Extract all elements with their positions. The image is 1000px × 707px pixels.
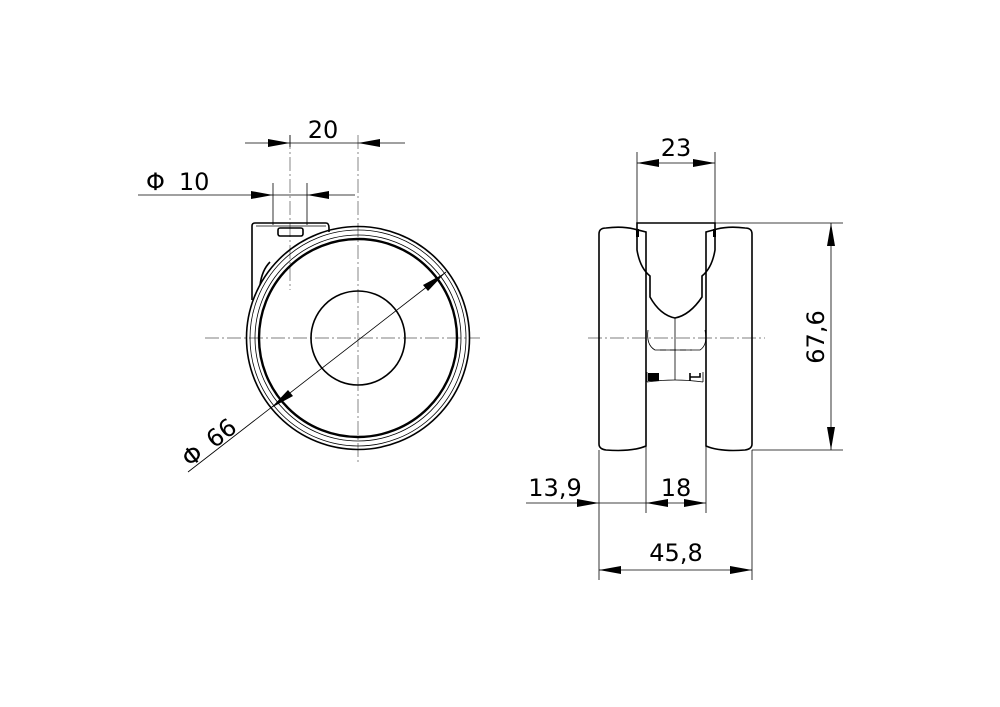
dim-gap-label: 18 — [661, 474, 692, 502]
wheel-tread-line — [249, 229, 467, 447]
fork-mark — [713, 229, 716, 237]
diameter-symbol: Φ — [146, 168, 165, 196]
wheel-rim — [257, 237, 459, 439]
arrow — [637, 159, 659, 167]
arrow — [693, 159, 715, 167]
arrow — [307, 191, 329, 199]
dim-fork-label: 23 — [661, 134, 692, 162]
diameter-symbol: Φ — [176, 439, 208, 473]
arrow — [646, 499, 668, 507]
arrow — [423, 273, 445, 291]
arrow — [684, 499, 706, 507]
dim-line-wheel — [187, 271, 447, 473]
dim-total-width-label: 45,8 — [649, 539, 702, 567]
arrow — [358, 139, 380, 147]
dim-wheel-width-label: 13,9 — [528, 474, 581, 502]
stem-socket — [277, 227, 304, 237]
wheel-rim-outer — [254, 234, 462, 442]
arrow — [827, 427, 835, 450]
arrow — [577, 499, 599, 507]
axle-cap — [648, 373, 659, 381]
wheel-hub — [310, 290, 406, 386]
front-view: 23 67,6 13,9 18 45,8 — [526, 134, 843, 580]
wheel-outer-tread — [245, 225, 471, 451]
arrow — [251, 191, 273, 199]
dim-stem-value: 10 — [179, 168, 210, 196]
fork-mark — [636, 229, 639, 237]
axle-cap — [689, 373, 701, 381]
axle-bottom — [646, 372, 704, 383]
dim-wheel-label: Φ66 — [176, 413, 242, 473]
bracket-outline — [251, 222, 330, 300]
arrow — [271, 390, 293, 408]
arrow — [268, 139, 290, 147]
dim-offset-label: 20 — [308, 116, 339, 144]
arrow — [599, 566, 621, 574]
axle-housing — [647, 329, 707, 351]
arrow — [730, 566, 752, 574]
arrow — [827, 223, 835, 246]
fork-body — [636, 222, 716, 319]
dim-wheel-value: 66 — [201, 413, 242, 454]
dim-height-label: 67,6 — [802, 310, 830, 363]
dim-stem-label: Φ 10 — [146, 168, 209, 196]
